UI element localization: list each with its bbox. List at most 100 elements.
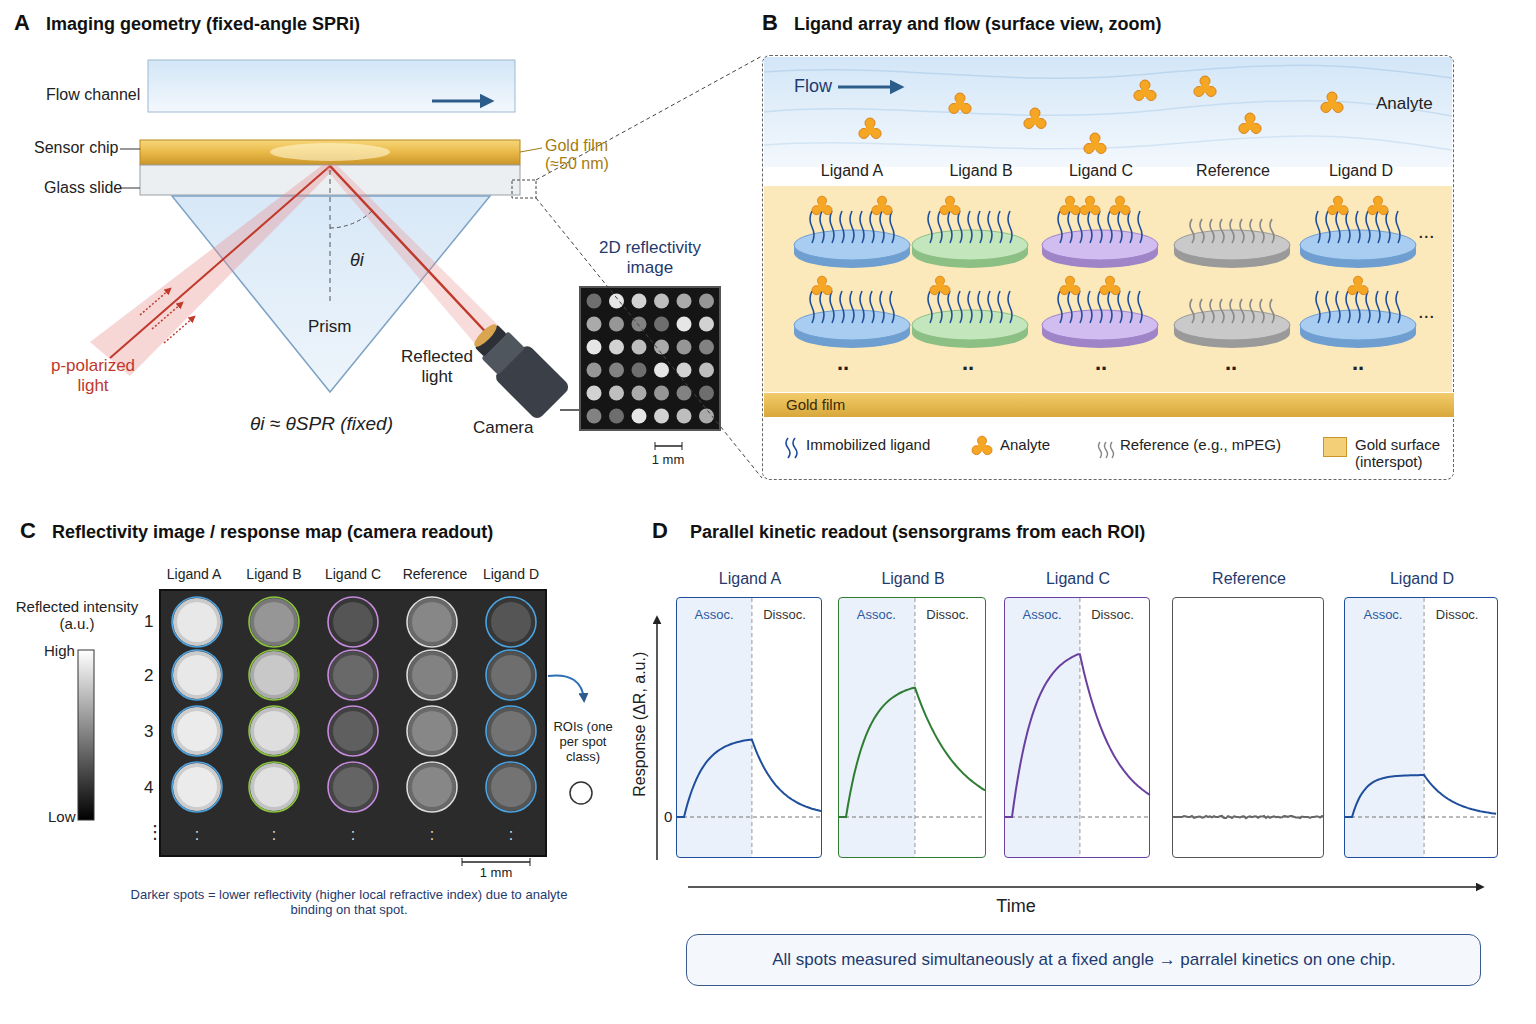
label-text: Reference (1183, 162, 1283, 180)
image-spot (654, 386, 669, 401)
phase-divider (1079, 598, 1080, 857)
roi-outline (172, 762, 222, 812)
ligand-strand (1108, 291, 1112, 323)
ligand-strand (810, 291, 814, 323)
analyte-molecule (872, 196, 892, 214)
ligand-strand (1396, 211, 1400, 243)
label-text: Camera (473, 418, 533, 438)
scale-tick (682, 442, 683, 450)
label-text: Prism (308, 317, 351, 337)
ligand-strand (1230, 219, 1234, 243)
ligand-strand (1316, 211, 1320, 243)
gold-surface (764, 186, 1452, 392)
map-spot (177, 711, 217, 751)
node-text: Ligand B (829, 570, 997, 588)
legend-reference-icon (1105, 442, 1108, 458)
node-text: Ligand C (995, 570, 1161, 588)
image-spot (654, 409, 669, 424)
zero-baseline (1344, 817, 1498, 818)
analyte-core (955, 100, 965, 110)
map-spot-halo (173, 651, 221, 699)
legend-ligand-icon (786, 438, 790, 458)
ligand-strand (1240, 219, 1244, 243)
analyte-molecule (949, 93, 971, 114)
image-spot (699, 317, 714, 332)
analyte-core (1086, 203, 1095, 212)
ligand-strand (1200, 219, 1204, 243)
label-text: p-polarized light (38, 356, 148, 395)
leader-line (520, 148, 542, 152)
flow-wave (764, 101, 1452, 116)
label-text: Ligand B (931, 162, 1031, 180)
leader-line (120, 188, 140, 189)
image-spot (609, 386, 624, 401)
label-text: Gold film (≈50 nm) (545, 137, 623, 174)
ligand-strand (1356, 291, 1360, 323)
roi-symbol (570, 782, 592, 804)
roi-outline (486, 762, 536, 812)
analyte-core (936, 283, 945, 292)
legend-ligand-icon (793, 438, 797, 458)
legend-reference-icon (1099, 442, 1102, 458)
ligand-strand (1008, 211, 1012, 243)
label-text: .. (1338, 350, 1378, 375)
label-text: ... (1418, 220, 1435, 243)
map-spot (491, 655, 531, 695)
analyte-molecule (859, 118, 881, 139)
ligand-strand (1128, 291, 1132, 323)
ligand-strand (1210, 299, 1214, 323)
node-text: 2D reflectivity image (575, 238, 725, 277)
label-text: Ligand D (1311, 162, 1411, 180)
analyte-core (1030, 115, 1040, 125)
ligand-strand (1128, 211, 1132, 243)
ligand-strand (1068, 211, 1072, 243)
node-text: Gold film (786, 396, 845, 413)
label-text: B (762, 10, 778, 35)
ligand-strand (1316, 291, 1320, 323)
node-text: Assoc. (695, 608, 734, 623)
gold-film (140, 140, 520, 165)
map-spot-halo (487, 598, 535, 646)
ligand-strand (890, 291, 894, 323)
analyte-core (1245, 120, 1255, 130)
ligand-strand (1108, 211, 1112, 243)
ligand-strand (1366, 291, 1370, 323)
ligand-strand (968, 211, 972, 243)
scale-bar (462, 861, 530, 863)
label-text: Reflectivity image / response map (camer… (52, 522, 493, 543)
x-axis (688, 886, 1482, 888)
map-spot (412, 711, 452, 751)
ligand-strand (830, 291, 834, 323)
camera (465, 315, 571, 421)
analyte-molecule (1194, 76, 1216, 97)
roi-outline (328, 762, 378, 812)
scale-tick (530, 858, 531, 866)
sensorgram-curve (676, 740, 822, 817)
ligand-strand (1260, 299, 1264, 323)
ligand-strand (998, 211, 1002, 243)
analyte-core (1090, 140, 1100, 150)
map-spot-halo (250, 707, 298, 755)
ligand-strand (840, 211, 844, 243)
image-spot (654, 363, 669, 378)
analyte-molecule (1110, 196, 1130, 214)
label-text: ROIs (one per spot class) (543, 720, 623, 765)
node-text: Dissoc. (926, 608, 969, 623)
label-text: : (422, 826, 442, 844)
ligand-strand (1336, 211, 1340, 243)
leader-line (120, 149, 140, 150)
label-text: Reflected light (392, 347, 482, 386)
scale-tick (462, 858, 463, 866)
scale-bar (655, 445, 682, 447)
map-spot-halo (487, 707, 535, 755)
analyte-molecule (1321, 92, 1343, 113)
label-text: Reference (390, 566, 480, 582)
spot-top (794, 230, 910, 260)
ligand-strand (1250, 299, 1254, 323)
roi-outline (249, 762, 299, 812)
image-spots (587, 294, 715, 424)
node-text: Ligand D (1335, 570, 1509, 588)
analyte-core (1327, 99, 1337, 109)
image-spot (609, 409, 624, 424)
node-box: Gold film (764, 393, 1454, 417)
